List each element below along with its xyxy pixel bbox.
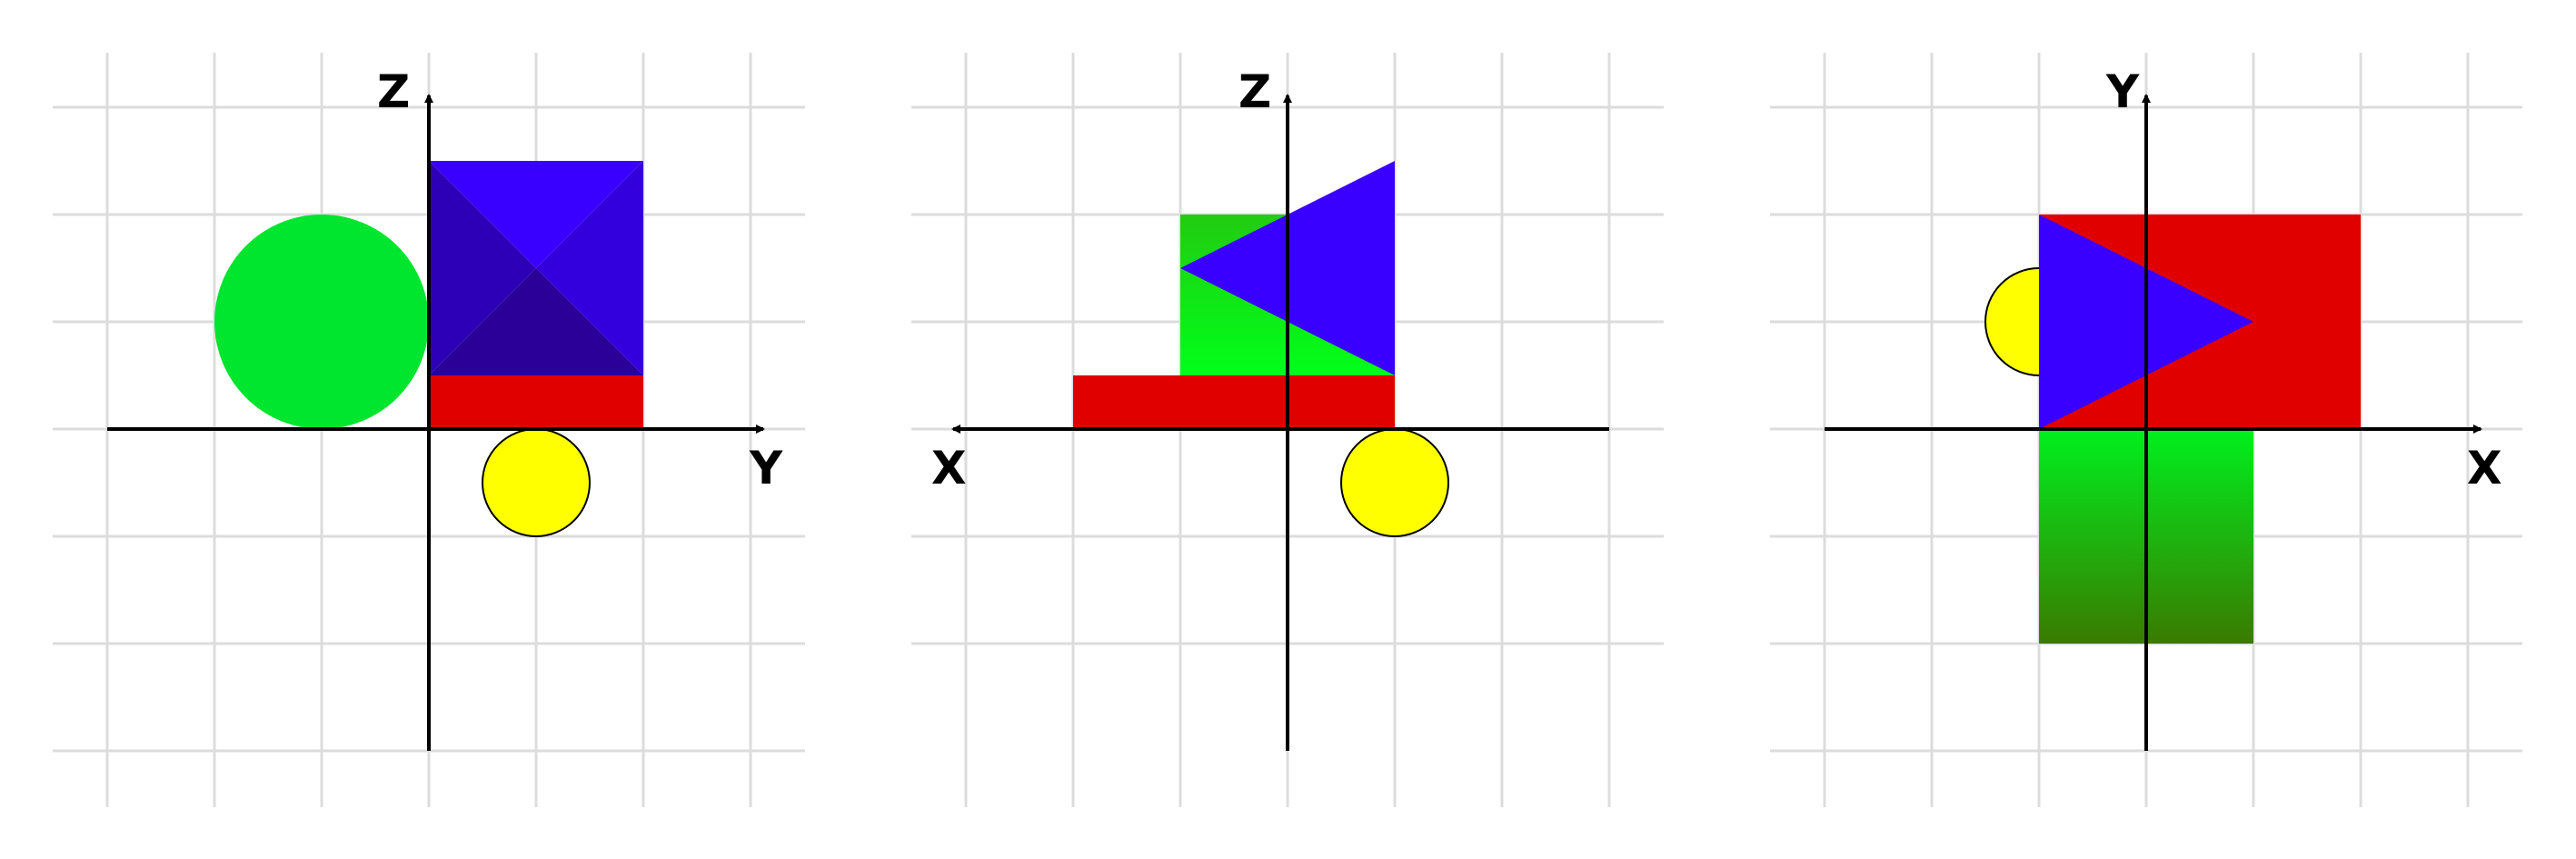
- axis-label-z: Z: [1238, 65, 1271, 118]
- axis-label-y: Y: [2105, 65, 2140, 118]
- yellow-sphere: [482, 428, 591, 537]
- blue-pyramid: [429, 161, 643, 375]
- axis-label-y: Y: [749, 442, 783, 494]
- green-sphere: [214, 215, 429, 429]
- red-slab: [429, 375, 643, 429]
- axis-label-x: X: [2467, 442, 2502, 494]
- panel-side-view: Y Z: [53, 53, 805, 807]
- yellow-sphere: [1340, 428, 1449, 537]
- red-slab: [1073, 375, 1395, 429]
- axis-label-z: Z: [377, 65, 410, 118]
- panel-top-view: X Y: [1770, 53, 2522, 807]
- axis-label-x: X: [931, 442, 967, 494]
- panel-front-view: X Z: [911, 53, 1664, 807]
